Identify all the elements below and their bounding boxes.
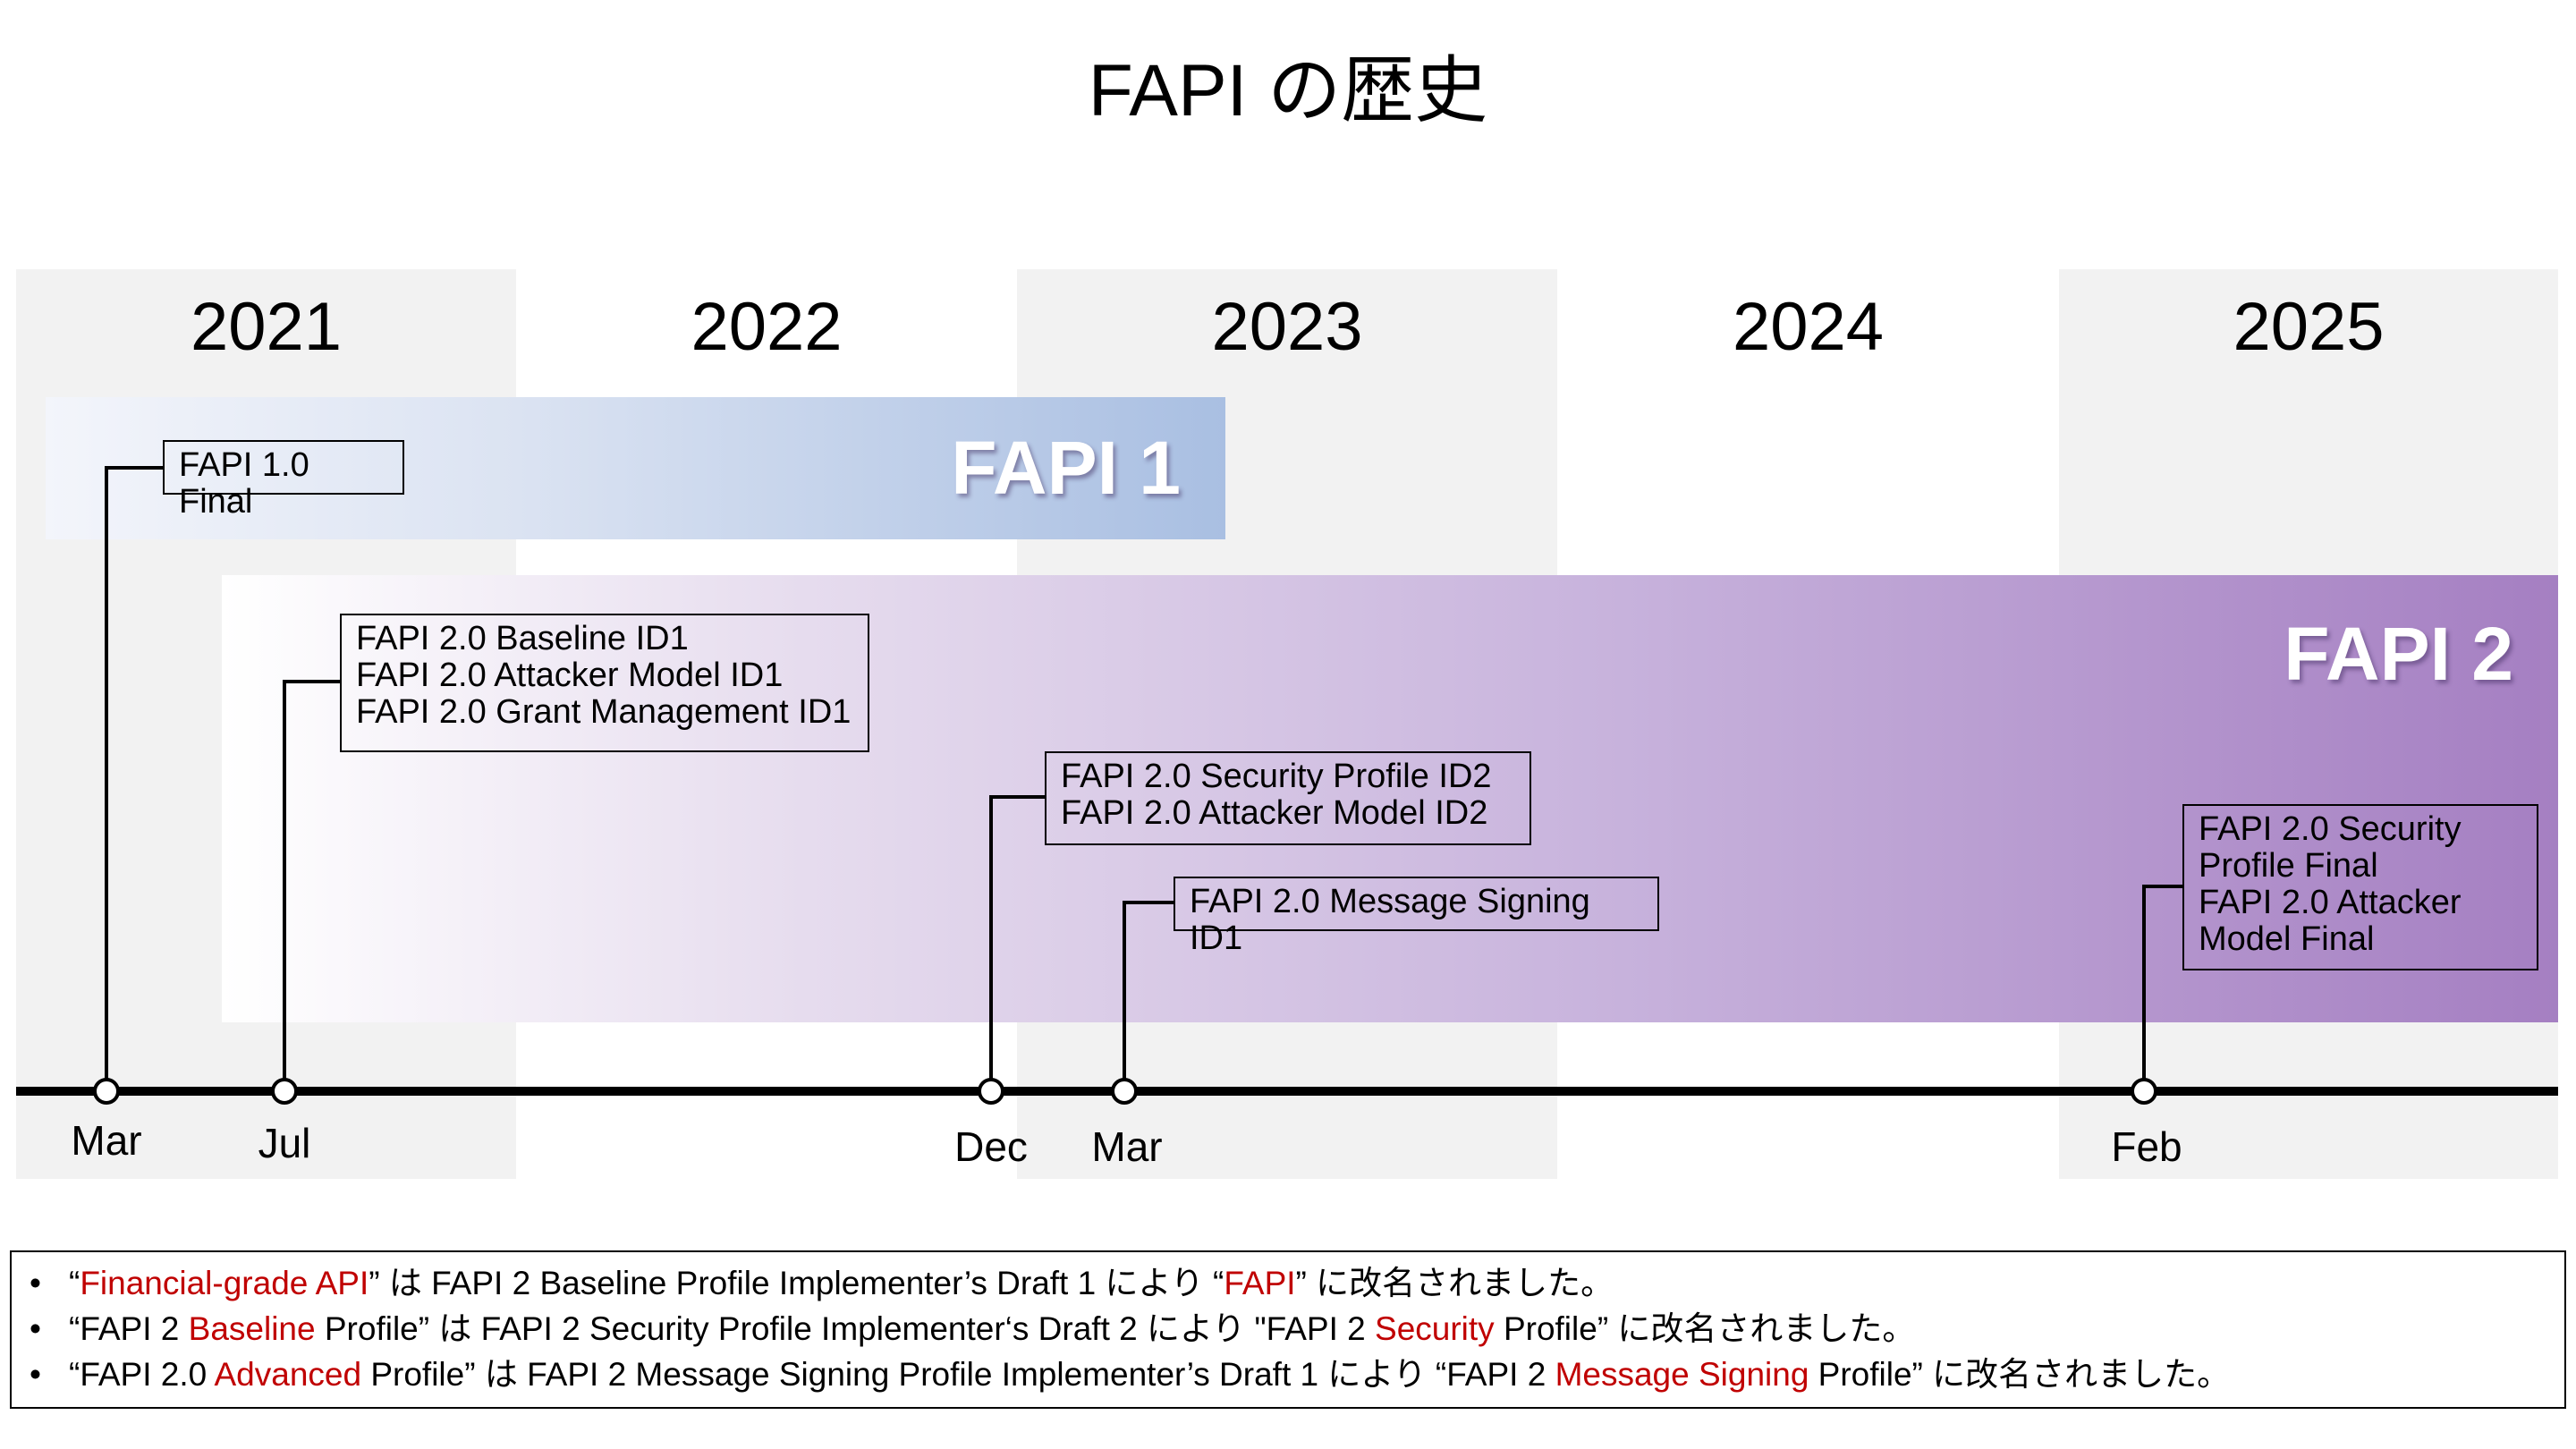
note-item: •“FAPI 2 Baseline Profile” は FAPI 2 Secu… bbox=[30, 1306, 2546, 1352]
year-label: 2024 bbox=[1732, 289, 1885, 365]
milestone-text: Profile Final bbox=[2199, 847, 2378, 885]
connector-line bbox=[105, 466, 164, 470]
milestone-marker bbox=[1111, 1078, 1138, 1105]
milestone-marker bbox=[271, 1078, 298, 1105]
fapi2-band-label: FAPI 2 bbox=[2284, 612, 2513, 696]
connector-line bbox=[105, 468, 108, 1091]
milestone-text: FAPI 2.0 Message Signing ID1 bbox=[1190, 883, 1590, 957]
highlight: Message Signing bbox=[1555, 1356, 1809, 1393]
month-label: Jul bbox=[258, 1120, 311, 1166]
connector-line bbox=[989, 797, 993, 1091]
milestone-text: FAPI 2.0 Attacker bbox=[2199, 884, 2462, 921]
timeline-axis bbox=[16, 1087, 2558, 1096]
connector-line bbox=[1123, 902, 1126, 1091]
milestone-box: FAPI 1.0 Final bbox=[163, 440, 404, 521]
bullet-icon: • bbox=[30, 1310, 41, 1347]
highlight: FAPI bbox=[1224, 1265, 1296, 1301]
year-label: 2022 bbox=[691, 289, 843, 365]
fapi2-band bbox=[222, 575, 2558, 1022]
page-title: FAPI の歴史 bbox=[1088, 50, 1488, 131]
year-label: 2025 bbox=[2233, 289, 2385, 365]
milestone-text: FAPI 2.0 Grant Management ID1 bbox=[356, 693, 852, 731]
month-label: Mar bbox=[71, 1117, 142, 1164]
month-label: Dec bbox=[954, 1123, 1028, 1170]
milestone-marker bbox=[93, 1078, 120, 1105]
bullet-icon: • bbox=[30, 1356, 41, 1393]
year-label: 2023 bbox=[1211, 289, 1363, 365]
milestone-text: FAPI 2.0 Attacker Model ID2 bbox=[1061, 794, 1488, 832]
highlight: Advanced bbox=[214, 1356, 362, 1393]
rename-notes: •“Financial-grade API” は FAPI 2 Baseline… bbox=[10, 1250, 2566, 1409]
connector-line bbox=[989, 795, 1046, 799]
milestone-text: FAPI 2.0 Baseline ID1 bbox=[356, 620, 689, 657]
milestone-box: FAPI 2.0 Message Signing ID1 bbox=[1174, 877, 1659, 957]
bullet-icon: • bbox=[30, 1265, 41, 1301]
month-label: Feb bbox=[2111, 1123, 2182, 1170]
fapi1-band bbox=[46, 397, 1225, 539]
year-label: 2021 bbox=[190, 289, 343, 365]
month-label: Mar bbox=[1091, 1123, 1163, 1170]
milestone-text: Model Final bbox=[2199, 920, 2375, 958]
note-item: •“Financial-grade API” は FAPI 2 Baseline… bbox=[30, 1260, 2546, 1306]
connector-line bbox=[2142, 886, 2146, 1091]
milestone-box: FAPI 2.0 Security Profile Final FAPI 2.0… bbox=[2182, 804, 2538, 970]
milestone-text: FAPI 2.0 Security Profile ID2 bbox=[1061, 758, 1492, 795]
milestone-text: FAPI 1.0 Final bbox=[179, 446, 309, 521]
connector-line bbox=[1123, 901, 1174, 904]
milestone-box: FAPI 2.0 Baseline ID1 FAPI 2.0 Attacker … bbox=[340, 614, 869, 752]
connector-line bbox=[283, 682, 286, 1091]
milestone-marker bbox=[2131, 1078, 2157, 1105]
highlight: Financial-grade API bbox=[80, 1265, 369, 1301]
highlight: Security bbox=[1375, 1310, 1495, 1347]
milestone-text: FAPI 2.0 Attacker Model ID1 bbox=[356, 657, 784, 694]
milestone-text: FAPI 2.0 Security bbox=[2199, 810, 2462, 848]
fapi1-band-label: FAPI 1 bbox=[951, 426, 1181, 510]
connector-line bbox=[2142, 885, 2183, 888]
milestone-marker bbox=[978, 1078, 1004, 1105]
milestone-box: FAPI 2.0 Security Profile ID2 FAPI 2.0 A… bbox=[1045, 751, 1531, 845]
note-item: •“FAPI 2.0 Advanced Profile” は FAPI 2 Me… bbox=[30, 1352, 2546, 1397]
connector-line bbox=[283, 680, 341, 683]
highlight: Baseline bbox=[188, 1310, 316, 1347]
